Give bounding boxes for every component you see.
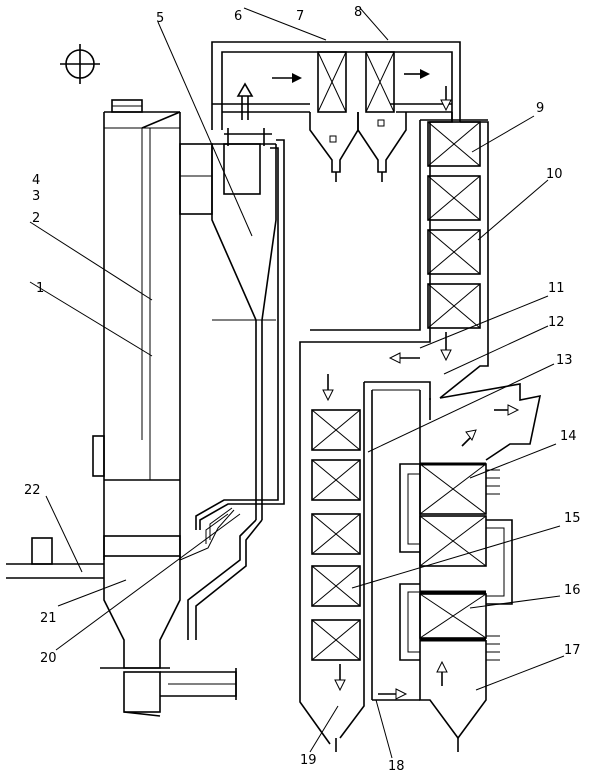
flow-arrows (272, 69, 520, 700)
callout-labels: 1 2 3 4 5 6 7 8 9 10 11 12 13 14 15 16 1… (24, 5, 581, 774)
leader-lines (29, 7, 565, 759)
label-3: 3 (32, 189, 40, 204)
filter-units (309, 51, 407, 182)
label-6: 6 (234, 9, 242, 24)
compass-symbol (60, 44, 100, 84)
label-15: 15 (564, 511, 581, 526)
label-17: 17 (564, 643, 581, 658)
top-flue-duct (211, 41, 461, 130)
label-5: 5 (156, 11, 164, 26)
air-inlet-duct (6, 537, 104, 579)
label-9: 9 (536, 101, 544, 116)
label-16: 16 (564, 583, 581, 598)
label-1: 1 (36, 281, 44, 296)
heat-exchanger-column (299, 112, 489, 745)
label-2: 2 (32, 211, 40, 226)
label-8: 8 (354, 5, 362, 20)
return-legs (195, 139, 285, 544)
label-19: 19 (300, 753, 317, 768)
label-10: 10 (546, 167, 563, 182)
label-22: 22 (24, 483, 41, 498)
left-tube-bank (311, 409, 365, 752)
right-tube-bank (399, 383, 542, 752)
label-4: 4 (32, 173, 40, 188)
label-13: 13 (556, 353, 573, 368)
label-12: 12 (548, 315, 565, 330)
cyclone-separator (179, 82, 277, 640)
label-11: 11 (548, 281, 565, 296)
furnace-hopper (100, 535, 237, 717)
inner-partition (363, 381, 431, 701)
label-21: 21 (40, 611, 57, 626)
nozzle-stubs (486, 469, 500, 661)
label-7: 7 (296, 9, 304, 24)
label-20: 20 (40, 651, 57, 666)
label-14: 14 (560, 429, 577, 444)
furnace-body (92, 99, 181, 560)
label-18: 18 (388, 759, 405, 774)
